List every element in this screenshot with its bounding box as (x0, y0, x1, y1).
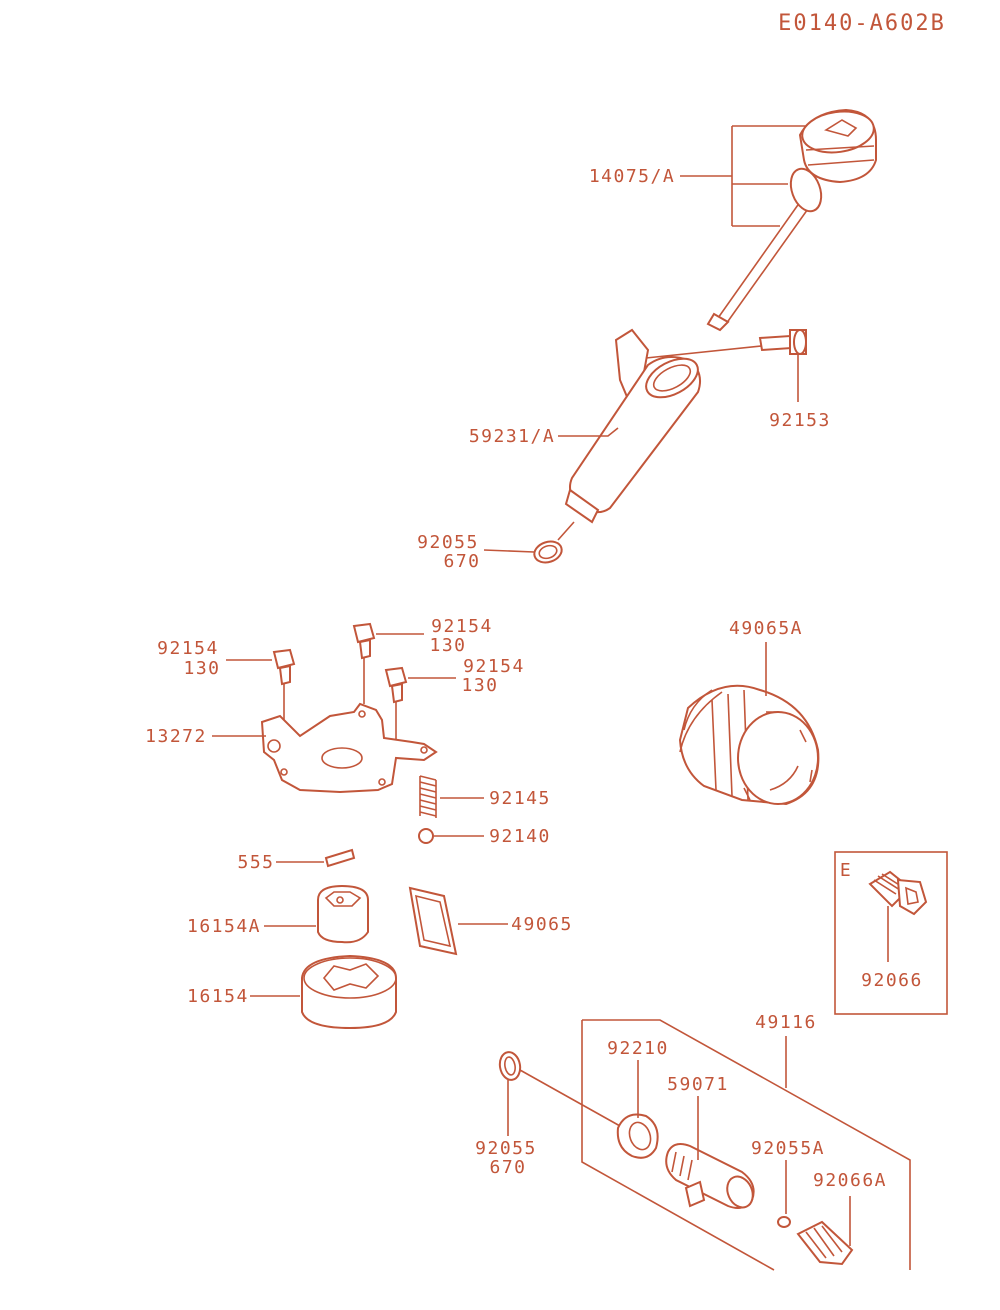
label-filler-tube: 59231/A (469, 426, 555, 447)
label-washer: 92055A (751, 1138, 825, 1159)
label-oring-tube-a: 92055 (417, 532, 479, 553)
label-bolt-mid-a: 92154 (431, 616, 493, 637)
detail-e-letter: E (840, 860, 852, 881)
label-oring-tube-b: 670 (443, 551, 480, 572)
drain-plug-part (796, 1220, 854, 1266)
label-pump-cover: 13272 (145, 726, 207, 747)
label-fitting: 59071 (667, 1074, 729, 1095)
label-nut: 92210 (607, 1038, 669, 1059)
nut-part (616, 1113, 659, 1159)
label-pin: 555 (237, 852, 274, 873)
bolt-left-part (272, 648, 296, 686)
label-bolt-mid-b: 130 (429, 635, 466, 656)
pump-cover-part (260, 702, 438, 794)
label-assembly: 49116 (755, 1012, 817, 1033)
label-dipstick: 14075/A (589, 166, 675, 187)
pin-part (324, 848, 356, 868)
fitting-part (665, 1143, 755, 1209)
label-gasket: 49065 (511, 914, 573, 935)
oring-tube-part (533, 540, 563, 564)
assembly-frame (581, 1019, 911, 1271)
label-detail-e-plug: 92066 (861, 970, 923, 991)
ball-part (418, 828, 434, 844)
label-inner-rotor: 16154A (187, 916, 261, 937)
label-bolt-left-a: 92154 (157, 638, 219, 659)
oil-filter-part (678, 684, 820, 806)
label-spring: 92145 (489, 788, 551, 809)
label-oil-filter: 49065A (729, 618, 803, 639)
filler-tube-part (564, 328, 781, 524)
detail-e-plug-part (868, 870, 928, 916)
label-bolt-right-a: 92154 (463, 656, 525, 677)
bolt-right-part (384, 666, 408, 704)
label-oring-fitting-a: 92055 (475, 1138, 537, 1159)
label-outer-rotor: 16154 (187, 986, 249, 1007)
dipstick-part (706, 108, 877, 332)
bolt-tube-part (758, 329, 807, 355)
washer-part (777, 1216, 791, 1228)
spring-part (419, 775, 437, 818)
gasket-part (408, 886, 458, 956)
outer-rotor-part (301, 954, 397, 1030)
inner-rotor-part (317, 884, 369, 944)
label-ball: 92140 (489, 826, 551, 847)
oring-fitting-part (498, 1051, 522, 1081)
label-bolt-tube: 92153 (769, 410, 831, 431)
label-oring-fitting-b: 670 (489, 1157, 526, 1178)
bolt-mid-part (352, 622, 376, 660)
detail-e-frame (834, 851, 948, 1015)
label-bolt-left-b: 130 (183, 658, 220, 679)
label-drain-plug: 92066A (813, 1170, 887, 1191)
diagram-code: E0140-A602B (778, 11, 946, 36)
label-bolt-right-b: 130 (461, 675, 498, 696)
